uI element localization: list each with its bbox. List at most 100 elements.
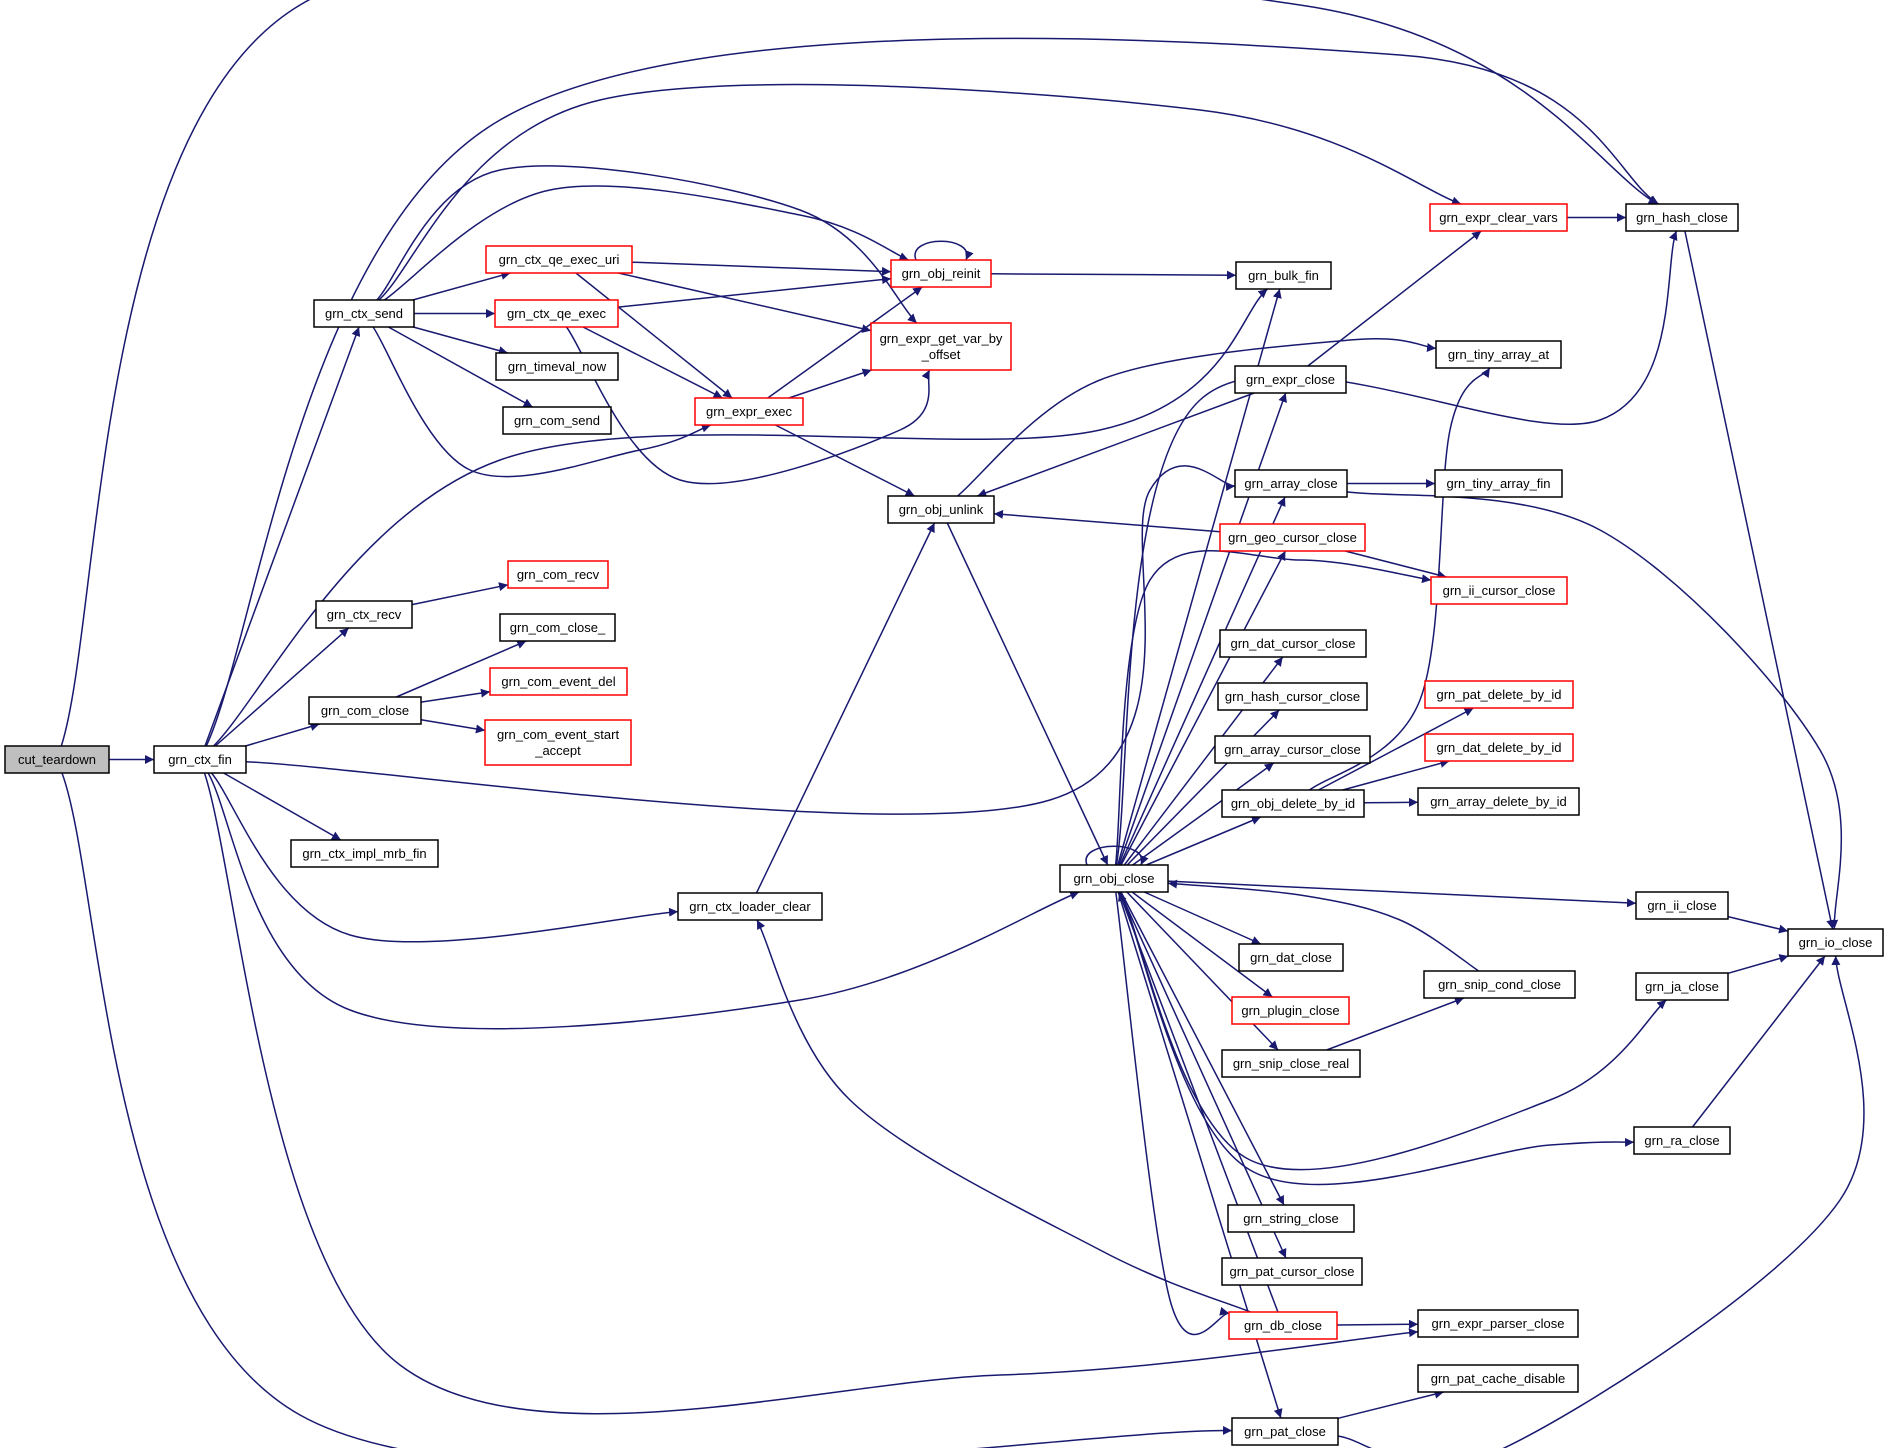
node-label: grn_io_close [1799,935,1873,950]
node-grn_ctx_fin[interactable]: grn_ctx_fin [153,745,247,774]
node-grn_com_event_start_accept[interactable]: grn_com_event_start_accept [484,719,632,766]
edge-grn_expr_exec-to-grn_obj_unlink [775,424,915,497]
node-grn_ctx_send[interactable]: grn_ctx_send [313,299,415,328]
node-label: grn_tiny_array_fin [1446,476,1550,491]
node-box [1423,970,1576,999]
node-box [677,892,823,921]
node-box [1417,1364,1579,1393]
node-cut_teardown[interactable]: cut_teardown [4,745,110,774]
node-grn_bulk_fin[interactable]: grn_bulk_fin [1235,261,1332,290]
node-grn_ra_close[interactable]: grn_ra_close [1633,1126,1731,1155]
node-grn_expr_close[interactable]: grn_expr_close [1234,365,1347,394]
edge-grn_ctx_qe_exec-to-grn_expr_exec [582,326,723,399]
node-grn_obj_close[interactable]: grn_obj_close [1059,864,1169,893]
node-grn_ii_close[interactable]: grn_ii_close [1635,891,1729,920]
node-label: grn_expr_parser_close [1432,1316,1565,1331]
node-box [1214,735,1371,764]
node-grn_dat_cursor_close[interactable]: grn_dat_cursor_close [1219,629,1367,658]
node-grn_tiny_array_fin[interactable]: grn_tiny_array_fin [1434,469,1563,498]
edge-grn_ctx_qe_exec_uri-to-grn_expr_exec [575,272,733,399]
node-label: cut_teardown [18,752,96,767]
node-grn_ctx_recv[interactable]: grn_ctx_recv [315,600,413,629]
node-grn_timeval_now[interactable]: grn_timeval_now [495,352,619,381]
node-label: grn_com_close_ [510,620,606,635]
edge-grn_obj_reinit-to-grn_obj_reinit [914,240,974,261]
node-grn_com_send[interactable]: grn_com_send [502,406,612,435]
node-grn_dat_close[interactable]: grn_dat_close [1238,943,1344,972]
node-grn_ctx_loader_clear[interactable]: grn_ctx_loader_clear [677,892,823,921]
node-grn_io_close[interactable]: grn_io_close [1787,928,1884,957]
node-grn_string_close[interactable]: grn_string_close [1227,1204,1355,1233]
node-box [1221,1049,1361,1078]
node-grn_expr_parser_close[interactable]: grn_expr_parser_close [1417,1309,1579,1338]
node-box [1221,789,1365,818]
node-grn_snip_cond_close[interactable]: grn_snip_cond_close [1423,970,1576,999]
node-box [489,667,628,696]
edge-grn_expr_close-to-grn_expr_clear_vars [1307,230,1482,367]
node-box [308,696,422,725]
node-grn_expr_get_var_by_offset[interactable]: grn_expr_get_var_by_offset [870,322,1012,371]
node-label: grn_timeval_now [508,359,607,374]
node-label: grn_com_recv [517,567,600,582]
node-grn_pat_close[interactable]: grn_pat_close [1231,1417,1339,1446]
node-box [1635,972,1729,1001]
node-label: grn_dat_cursor_close [1230,636,1355,651]
node-label: grn_pat_close [1244,1424,1326,1439]
edge-grn_ctx_recv-to-grn_com_recv [411,582,509,606]
node-grn_tiny_array_at[interactable]: grn_tiny_array_at [1435,340,1562,369]
node-grn_array_cursor_close[interactable]: grn_array_cursor_close [1214,735,1371,764]
edge-grn_ctx_send-to-grn_obj_reinit [383,185,909,301]
node-label: grn_obj_delete_by_id [1231,796,1355,811]
edge-grn_obj_close-to-grn_string_close [1120,891,1285,1206]
node-grn_com_close[interactable]: grn_com_close [308,696,422,725]
node-box [485,245,633,274]
node-box [1633,1126,1731,1155]
node-label: grn_dat_delete_by_id [1436,740,1561,755]
node-grn_ja_close[interactable]: grn_ja_close [1635,972,1729,1001]
node-label: grn_hash_cursor_close [1225,689,1360,704]
node-grn_expr_clear_vars[interactable]: grn_expr_clear_vars [1429,203,1568,232]
node-label: grn_com_event_del [501,674,615,689]
node-grn_pat_cache_disable[interactable]: grn_pat_cache_disable [1417,1364,1579,1393]
node-grn_hash_close[interactable]: grn_hash_close [1625,203,1739,232]
node-box [870,322,1012,371]
node-box [1430,576,1568,605]
node-box [4,745,110,774]
edge-grn_ctx_fin-to-grn_obj_close [207,772,1080,1030]
node-grn_plugin_close[interactable]: grn_plugin_close [1231,996,1350,1025]
node-box [495,352,619,381]
node-grn_obj_reinit[interactable]: grn_obj_reinit [890,259,992,288]
node-grn_ctx_qe_exec_uri[interactable]: grn_ctx_qe_exec_uri [485,245,633,274]
node-grn_array_delete_by_id[interactable]: grn_array_delete_by_id [1417,787,1580,816]
edge-grn_ctx_send-to-grn_timeval_now [413,326,508,355]
edge-grn_obj_close-to-grn_db_close [1115,891,1230,1336]
node-grn_ctx_qe_exec[interactable]: grn_ctx_qe_exec [494,299,619,328]
node-grn_hash_cursor_close[interactable]: grn_hash_cursor_close [1217,682,1368,711]
node-grn_snip_close_real[interactable]: grn_snip_close_real [1221,1049,1361,1078]
edge-grn_ctx_qe_exec_uri-to-grn_obj_reinit [631,261,892,276]
node-label: grn_com_send [514,413,600,428]
node-grn_geo_cursor_close[interactable]: grn_geo_cursor_close [1219,523,1366,552]
edge-grn_ctx_send-to-grn_expr_get_var_by_offset [376,165,918,324]
edge-grn_ctx_qe_exec-to-grn_obj_reinit [617,275,892,308]
node-grn_obj_delete_by_id[interactable]: grn_obj_delete_by_id [1221,789,1365,818]
node-grn_array_close[interactable]: grn_array_close [1234,469,1348,498]
node-box [1217,682,1368,711]
node-label: grn_com_close [321,703,409,718]
node-box [1219,523,1366,552]
node-grn_com_recv[interactable]: grn_com_recv [507,560,609,589]
edge-grn_obj_close-to-grn_ja_close [1119,891,1667,1171]
node-grn_db_close[interactable]: grn_db_close [1228,1311,1338,1340]
node-grn_dat_delete_by_id[interactable]: grn_dat_delete_by_id [1424,733,1574,762]
node-grn_pat_delete_by_id[interactable]: grn_pat_delete_by_id [1424,680,1574,709]
node-grn_com_event_del[interactable]: grn_com_event_del [489,667,628,696]
node-grn_expr_exec[interactable]: grn_expr_exec [694,397,804,426]
node-grn_ii_cursor_close[interactable]: grn_ii_cursor_close [1430,576,1568,605]
node-label: grn_geo_cursor_close [1228,530,1357,545]
node-label: _offset [921,347,961,362]
node-grn_ctx_impl_mrb_fin[interactable]: grn_ctx_impl_mrb_fin [290,839,439,868]
node-box [1434,469,1563,498]
node-grn_com_close_[interactable]: grn_com_close_ [499,613,616,642]
node-grn_obj_unlink[interactable]: grn_obj_unlink [887,495,995,524]
node-grn_pat_cursor_close[interactable]: grn_pat_cursor_close [1221,1257,1363,1286]
